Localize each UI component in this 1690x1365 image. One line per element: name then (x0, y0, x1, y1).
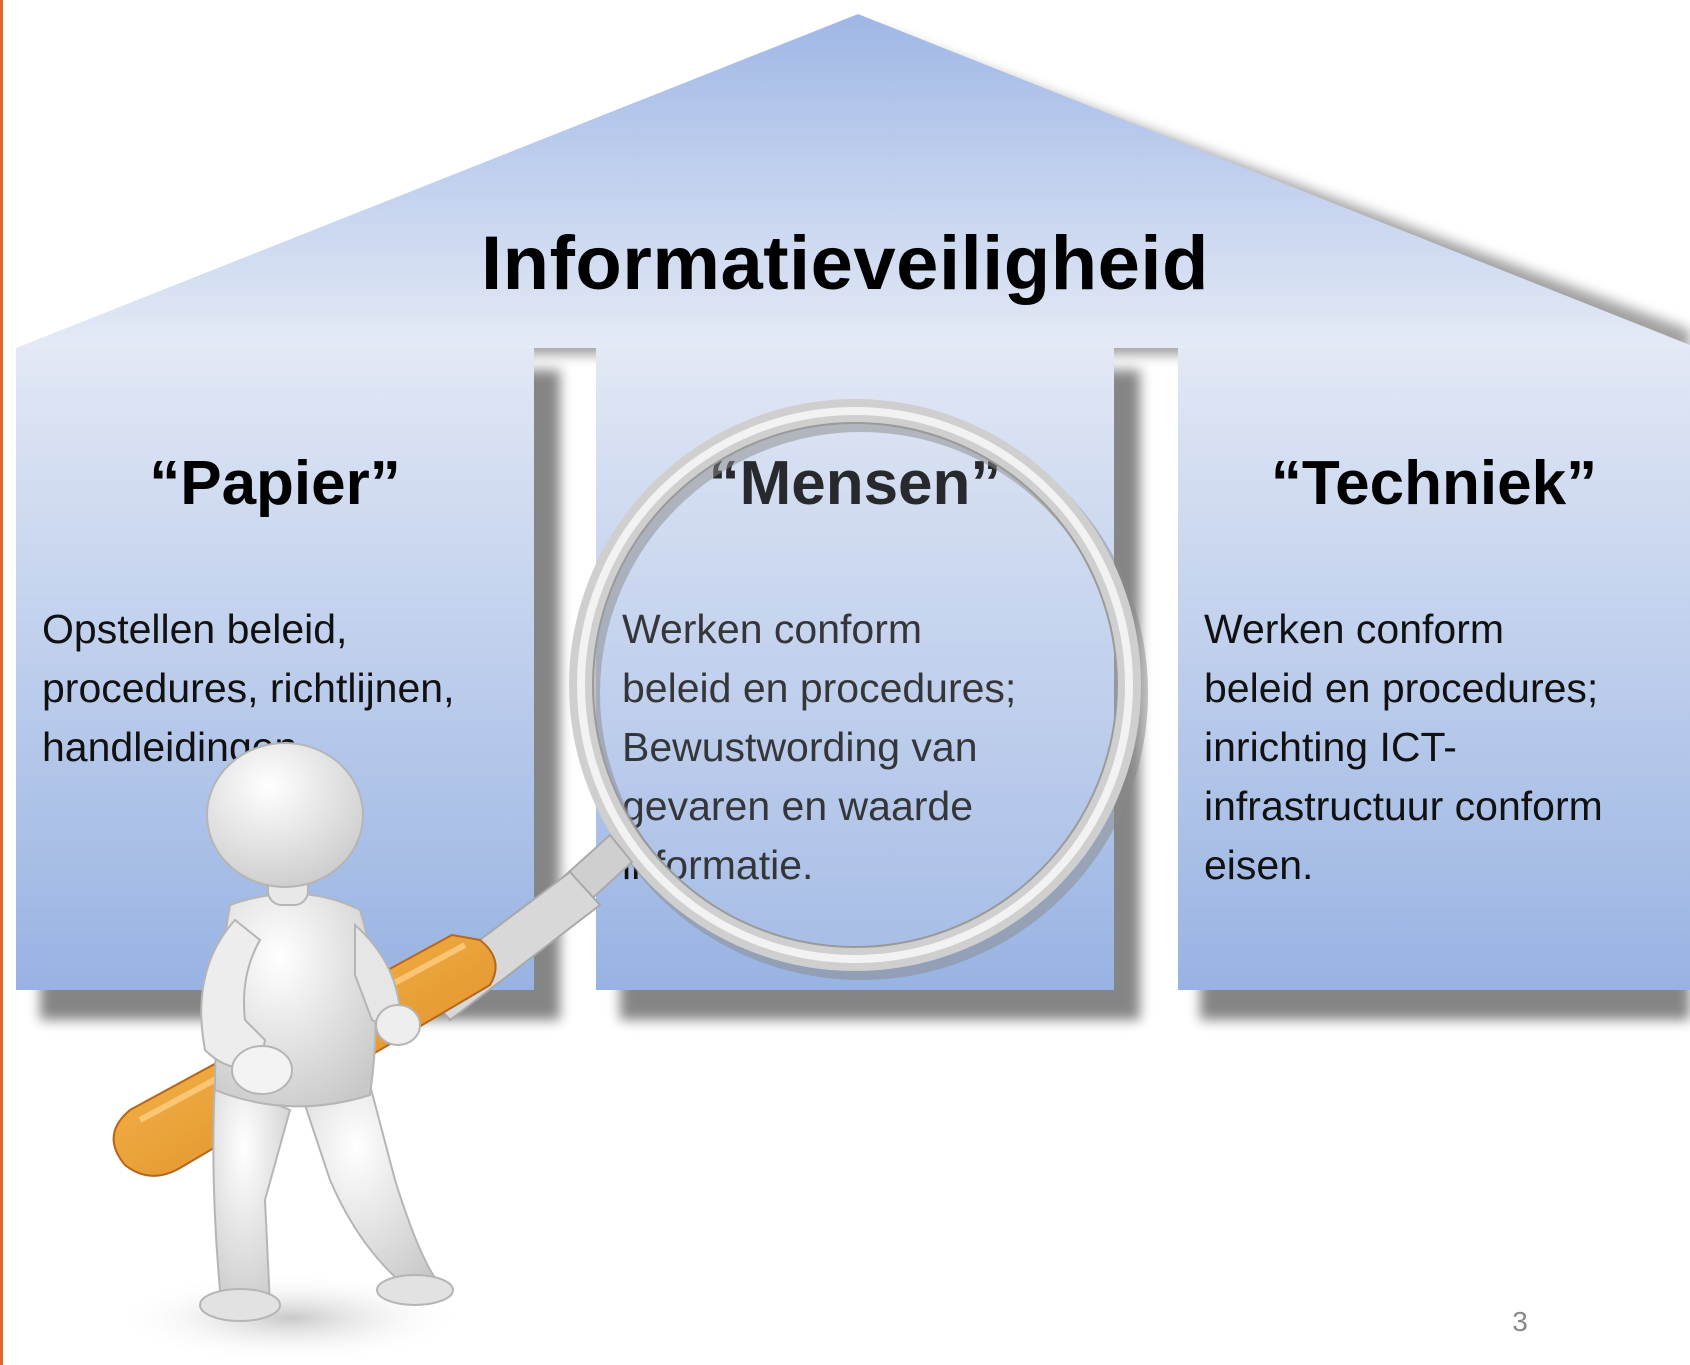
roof (16, 14, 1690, 355)
pillar-heading-techniek: “Techniek” (1270, 449, 1598, 518)
pillar-text-techniek: Werken conform beleid en procedures; inr… (1204, 606, 1603, 888)
figure-floor-shadow (115, 1273, 465, 1363)
3d-person-figure (199, 742, 454, 1322)
pillar-heading-papier: “Papier” (149, 449, 401, 518)
pillar-text-mensen: Werken conform beleid en procedures; Bew… (622, 606, 1017, 888)
page-number: 3 (1512, 1306, 1528, 1337)
pillar-techniek (1178, 348, 1690, 990)
pillar-heading-mensen: “Mensen” (708, 449, 1002, 518)
slide-accent-rule (0, 0, 3, 1365)
diagram-title: Informatieveiligheid (481, 221, 1209, 306)
